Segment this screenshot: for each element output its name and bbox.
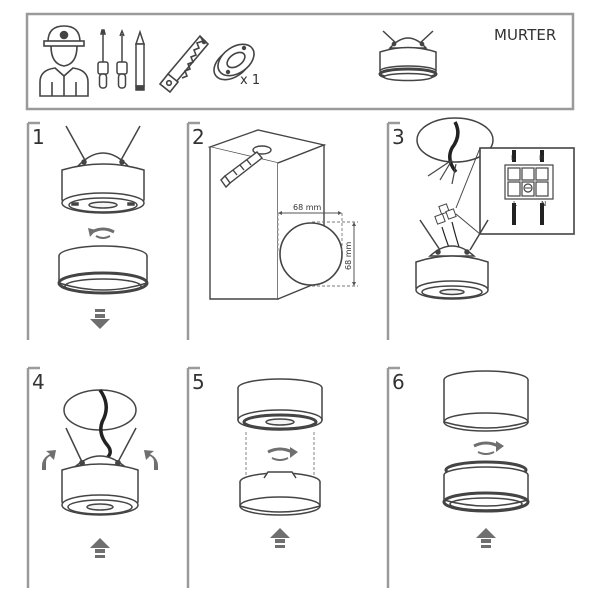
step-6-push-up-arrow [476,528,496,548]
step-3-ceiling-disc [416,117,494,185]
step-3-terminal-detail [455,147,575,235]
fixture-preview-icon [378,30,438,82]
step-6-rotate-arrow [473,441,504,455]
step-4-push-up-arrow [90,538,110,558]
step-1-down-arrow [90,309,110,329]
step-4-up-arrow-left [42,450,56,470]
step-1-number: 1 [32,125,45,149]
step-4-number: 4 [32,370,45,394]
saw-icon [158,34,210,94]
step-3-fixture [415,219,489,300]
step-1-rotate-arrow [88,227,115,239]
step-2-number: 2 [192,125,205,149]
step-4-ceiling-disc [63,388,137,462]
screwdriver-flat-icon [97,29,109,89]
step-6-base-fixture [442,460,530,513]
installer-person-icon [39,25,89,97]
step-3-terminal-N-bottom: N [541,200,546,208]
step-3-terminal-L-top: L [511,154,515,162]
step-5-push-up-arrow [270,528,290,548]
step-5-number: 5 [192,370,205,394]
step-5-bayonet-ring [239,471,321,516]
step-6-number: 6 [392,370,405,394]
step-4-fixture [61,427,139,516]
step-5-rotate-arrow [267,447,298,461]
step-3-terminal-N-top: N [539,154,544,162]
step-5-mounted-fixture [237,378,323,431]
pencil-icon [134,29,146,91]
step-1-trim-ring [57,245,149,295]
header-frame [25,12,575,111]
step-2-height-label: 68 mm [344,241,353,270]
step-6-cover-ring [443,370,529,432]
step-2-hole-circle [277,211,358,287]
step-1-illustration [61,125,145,214]
step-frames [26,121,400,588]
tools-header: x 1 MURTER [25,12,575,111]
mounting-plate-icon [213,43,255,81]
product-name: MURTER [494,26,556,44]
step-3-terminal-L-bottom: L [513,200,517,208]
step-2-width-label: 68 mm [293,203,322,212]
screwdriver-phillips-icon [116,28,128,89]
step-4-up-arrow-right [144,450,158,470]
step-3-connector [434,203,457,225]
quantity-label: x 1 [240,73,260,88]
step-3-number: 3 [392,125,405,149]
step-5-guide-lines [245,432,315,482]
